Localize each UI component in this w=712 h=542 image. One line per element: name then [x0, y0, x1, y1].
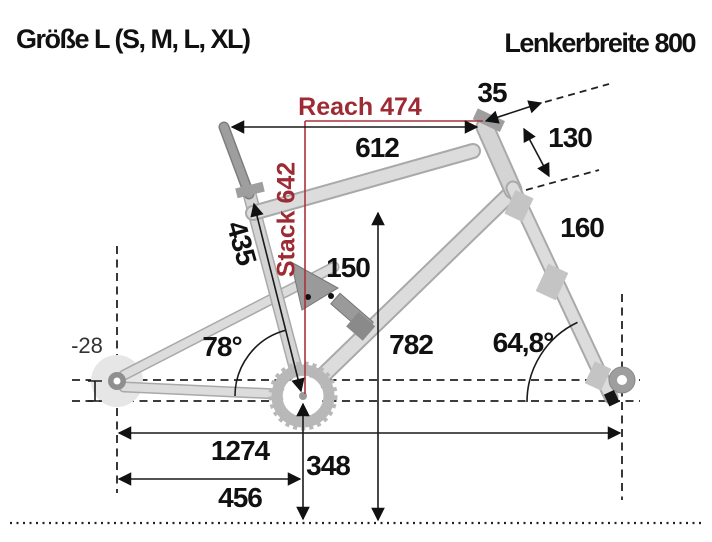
- rear-shock-canister: [346, 311, 376, 341]
- front-axle-hole: [617, 375, 627, 385]
- headtube-bottom-dashed-line: [525, 169, 600, 191]
- fork-lower-band: [584, 361, 612, 391]
- head-tube-length-label: 130: [548, 122, 593, 153]
- down-tube: [302, 188, 516, 396]
- fork-stanchion-band: [535, 263, 569, 301]
- head-tube-angle-label: 64,8°: [492, 327, 555, 358]
- stack-label: Stack 642: [272, 161, 301, 278]
- top-tube: [247, 145, 479, 219]
- pivot-dot: [305, 294, 311, 300]
- seatpost-clamp: [235, 181, 265, 199]
- bbdrop-28-marks: [88, 380, 102, 402]
- pivot-dot: [328, 293, 334, 299]
- rear-axle-hole: [113, 377, 121, 385]
- seat-tube-angle-label: 78°: [202, 331, 242, 362]
- size-title: Größe L (S, M, L, XL): [16, 24, 251, 54]
- wheelbase-label: 1274: [210, 435, 270, 466]
- bb-drop-label: -28: [71, 333, 103, 358]
- head-angle-arc: [526, 321, 578, 403]
- stem-35-line: [484, 100, 543, 124]
- stem-extension-dashed-line: [544, 83, 610, 103]
- head-tube: [477, 119, 521, 198]
- top-tube-length-label: 612: [355, 132, 400, 163]
- rear-center-label: 456: [218, 482, 263, 513]
- handlebar-width-title: Lenkerbreite 800: [504, 28, 696, 58]
- fork-crown-band: [504, 189, 534, 223]
- fork-travel-label: 160: [560, 212, 605, 243]
- fork-dropout-tip: [603, 390, 620, 407]
- rear-travel-label: 150: [326, 252, 371, 283]
- seattube-435-line: [250, 202, 305, 393]
- chainstay: [120, 383, 304, 399]
- headtube-130-line: [523, 127, 550, 178]
- seatpost: [220, 123, 253, 198]
- seat-angle-arc: [234, 329, 286, 397]
- stem-length-label: 35: [477, 77, 507, 108]
- dimension-lines: [88, 100, 622, 522]
- reach-label: Reach 474: [298, 93, 422, 121]
- bb-height-label: 348: [306, 450, 351, 481]
- standover-height-label: 782: [389, 329, 434, 360]
